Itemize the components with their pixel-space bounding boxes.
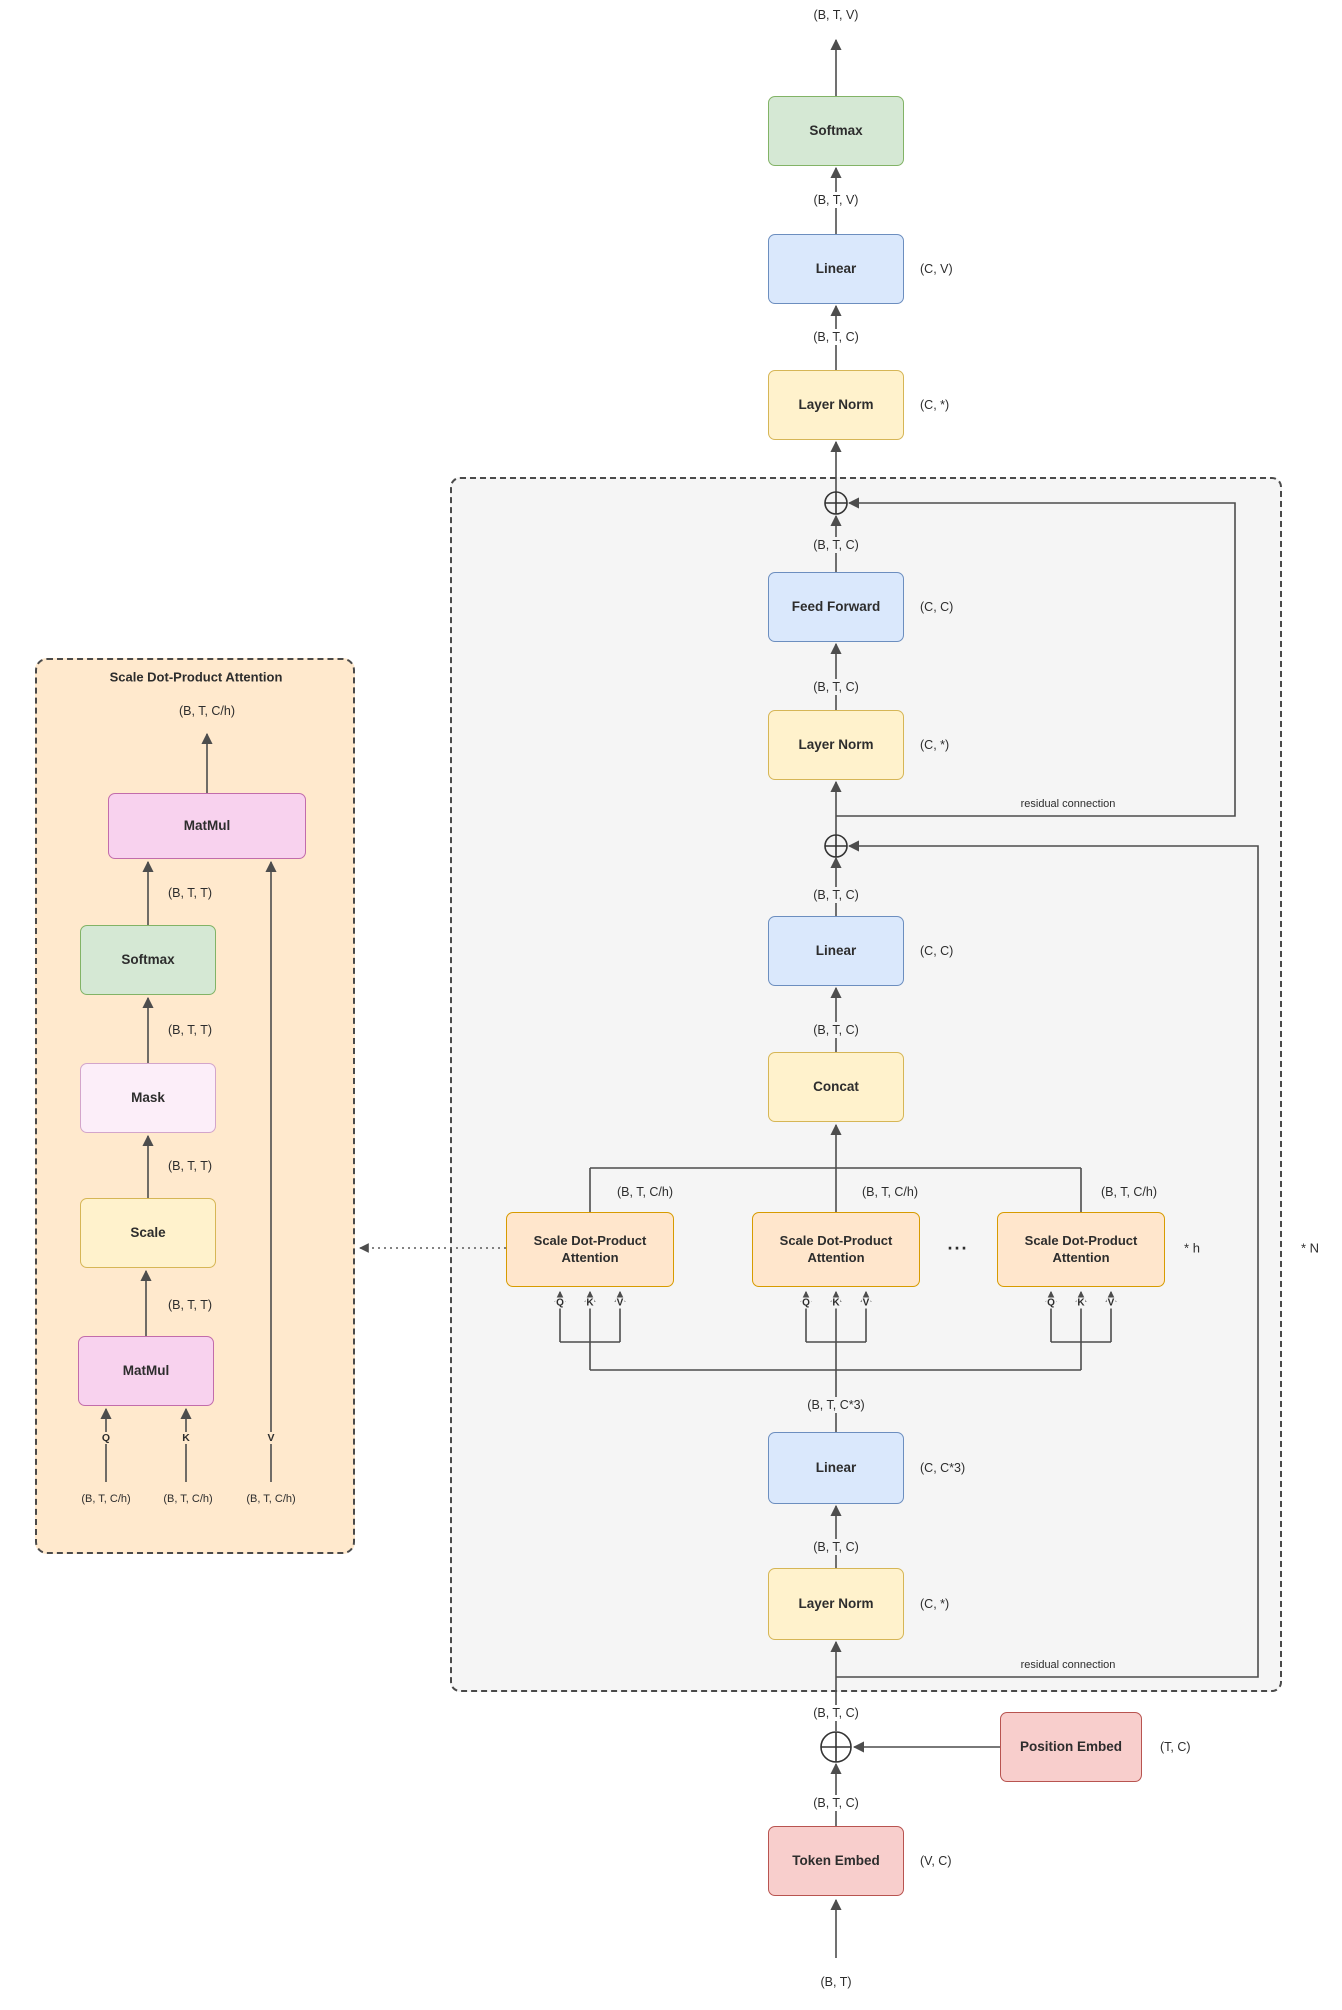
node-layer-norm-2: Layer Norm [768, 710, 904, 780]
residual-connection-paths [836, 497, 1259, 1678]
node-linear-output: Linear [768, 234, 904, 304]
node-position-embed: Position Embed [1000, 1712, 1142, 1782]
dim-label-embed-out: (B, T, C) [810, 1795, 862, 1811]
dim-label-ff-out: (B, T, C) [810, 537, 862, 553]
detail-dim-output: (B, T, C/h) [178, 704, 236, 718]
node-mask: Mask [80, 1063, 216, 1133]
dim-label-concat-out: (B, T, C) [810, 1022, 862, 1038]
dim-label-qkv: (B, T, C*3) [804, 1397, 868, 1413]
node-layer-norm-output: Layer Norm [768, 370, 904, 440]
detail-dim-q-in: (B, T, C/h) [81, 1493, 131, 1505]
dim-label-proj-out: (B, T, C) [810, 887, 862, 903]
times-h-label: * h [1184, 1240, 1200, 1256]
weight-label-ln2: (C, *) [920, 738, 950, 752]
node-softmax-detail: Softmax [80, 925, 216, 995]
head1-k-label: K [585, 1297, 595, 1309]
dim-label-output: (B, T, V) [810, 7, 862, 23]
add-circles [820, 491, 852, 1763]
detail-dim-scale: (B, T, T) [168, 1159, 212, 1173]
head3-v-label: V [1106, 1297, 1116, 1309]
node-linear-qkv: Linear [768, 1432, 904, 1504]
weight-label-token-embed: (V, C) [920, 1854, 952, 1868]
detail-dim-mask: (B, T, T) [168, 1023, 212, 1037]
attention-detail-arrows [100, 732, 277, 1482]
times-n-label: * N [1300, 1240, 1320, 1256]
weight-label-ln1: (C, *) [920, 1597, 950, 1611]
node-attention-head-3: Scale Dot-Product Attention [997, 1212, 1165, 1287]
node-attention-head-1: Scale Dot-Product Attention [506, 1212, 674, 1287]
dim-label-head1-out: (B, T, C/h) [616, 1185, 674, 1199]
head2-q-label: Q [801, 1297, 811, 1309]
dim-label-head3-out: (B, T, C/h) [1100, 1185, 1158, 1199]
node-scale: Scale [80, 1198, 216, 1268]
detail-dim-softmax: (B, T, T) [168, 886, 212, 900]
node-token-embed: Token Embed [768, 1826, 904, 1896]
head3-q-label: Q [1046, 1297, 1056, 1309]
dim-label-ln1-out: (B, T, C) [810, 1539, 862, 1555]
attention-detail-title: Scale Dot-Product Attention [109, 669, 283, 685]
residual-connection-label-upper: residual connection [1020, 798, 1116, 810]
weight-label-linear-output: (C, V) [920, 262, 953, 276]
weight-label-feed-forward: (C, C) [920, 600, 954, 614]
node-layer-norm-1: Layer Norm [768, 1568, 904, 1640]
heads-ellipsis: ... [947, 1233, 969, 1254]
node-feed-forward: Feed Forward [768, 572, 904, 642]
head1-q-label: Q [555, 1297, 565, 1309]
dim-label-logits: (B, T, V) [810, 192, 862, 208]
weight-label-projection: (C, C) [920, 944, 954, 958]
dim-label-ln2-out: (B, T, C) [810, 679, 862, 695]
detail-k-label: K [181, 1432, 191, 1444]
head1-v-label: V [615, 1297, 625, 1309]
node-softmax-output: Softmax [768, 96, 904, 166]
node-matmul-output: MatMul [108, 793, 306, 859]
head2-v-label: V [861, 1297, 871, 1309]
weight-label-pos-embed: (T, C) [1160, 1740, 1191, 1754]
weight-label-ln-output: (C, *) [920, 398, 950, 412]
node-linear-projection: Linear [768, 916, 904, 986]
node-concat: Concat [768, 1052, 904, 1122]
dim-label-head2-out: (B, T, C/h) [861, 1185, 919, 1199]
node-matmul-scores: MatMul [78, 1336, 214, 1406]
detail-dim-v-in: (B, T, C/h) [246, 1493, 296, 1505]
head2-k-label: K [831, 1297, 841, 1309]
dim-label-pre-head: (B, T, C) [810, 329, 862, 345]
weight-label-linear-qkv: (C, C*3) [920, 1461, 966, 1475]
dim-label-block-in: (B, T, C) [810, 1705, 862, 1721]
dim-label-tokens: (B, T) [817, 1974, 855, 1990]
node-attention-head-2: Scale Dot-Product Attention [752, 1212, 920, 1287]
detail-v-label: V [266, 1432, 276, 1444]
detail-dim-scores: (B, T, T) [168, 1298, 212, 1312]
residual-connection-label-lower: residual connection [1020, 1659, 1116, 1671]
detail-q-label: Q [100, 1432, 112, 1444]
head3-k-label: K [1076, 1297, 1086, 1309]
detail-dim-k-in: (B, T, C/h) [163, 1493, 213, 1505]
